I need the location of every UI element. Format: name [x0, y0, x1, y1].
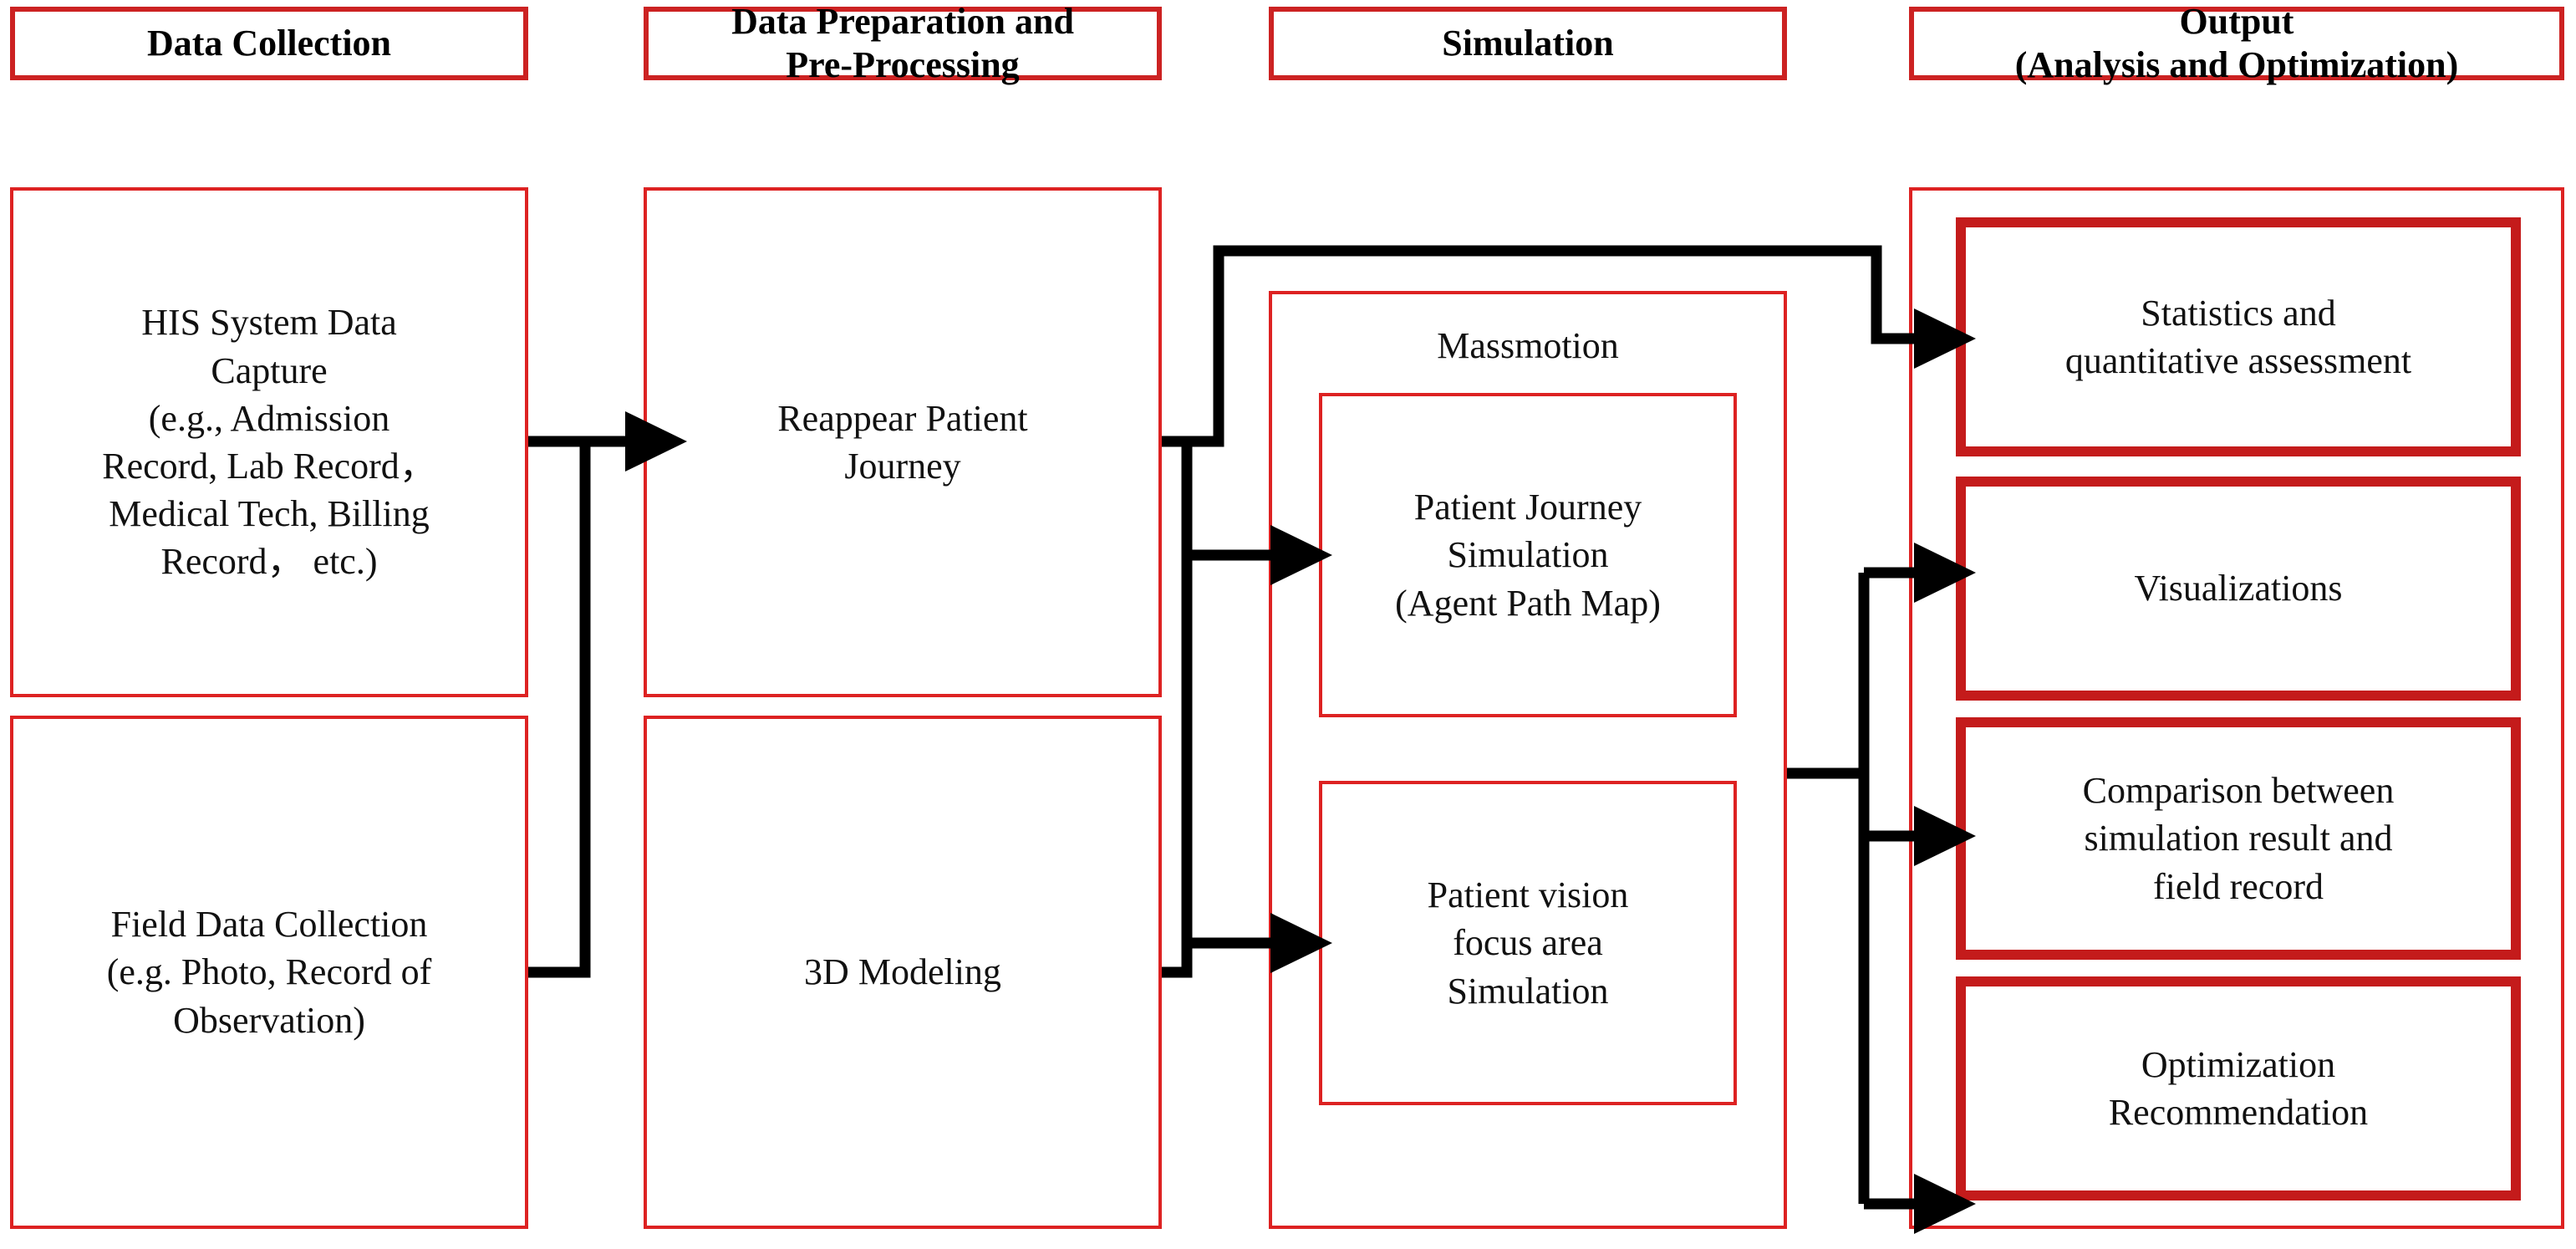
- node-label: 3D Modeling: [804, 951, 1001, 993]
- node-label: Optimization Recommendation: [2108, 1043, 2369, 1133]
- node-label: Statistics and quantitative assessment: [2064, 292, 2412, 381]
- node-field-data-collection[interactable]: Field Data Collection (e.g. Photo, Recor…: [10, 716, 528, 1229]
- node-patient-vision-focus-area-simulation[interactable]: Patient vision focus area Simulation: [1319, 781, 1737, 1105]
- node-label: Field Data Collection (e.g. Photo, Recor…: [106, 904, 432, 1041]
- node-reappear-patient-journey[interactable]: Reappear Patient Journey: [644, 187, 1162, 697]
- group-massmotion-label: Massmotion: [1437, 325, 1619, 366]
- column-header-label: Output (Analysis and Optimization): [2014, 1, 2459, 85]
- node-label: Patient vision focus area Simulation: [1427, 874, 1629, 1012]
- node-3d-modeling[interactable]: 3D Modeling: [644, 716, 1162, 1229]
- column-header-label: Data Preparation and Pre-Processing: [731, 1, 1074, 85]
- column-header-label: Simulation: [1442, 23, 1614, 64]
- node-label: HIS System Data Capture (e.g., Admission…: [102, 302, 436, 583]
- column-header-output: Output (Analysis and Optimization): [1909, 1, 2564, 85]
- node-label: Reappear Patient Journey: [777, 397, 1028, 487]
- column-header-data-preparation: Data Preparation and Pre-Processing: [644, 1, 1162, 85]
- node-his-system-data-capture[interactable]: HIS System Data Capture (e.g., Admission…: [10, 187, 528, 697]
- node-patient-journey-simulation[interactable]: Patient Journey Simulation (Agent Path M…: [1319, 393, 1737, 717]
- node-statistics-and-quantitative-assessment[interactable]: Statistics and quantitative assessment: [1956, 217, 2521, 456]
- node-label: Patient Journey Simulation (Agent Path M…: [1395, 487, 1661, 624]
- node-optimization-recommendation[interactable]: Optimization Recommendation: [1956, 976, 2521, 1201]
- node-visualizations[interactable]: Visualizations: [1956, 477, 2521, 701]
- node-label: Visualizations: [2134, 568, 2343, 609]
- column-header-data-collection: Data Collection: [10, 7, 528, 80]
- column-header-label: Data Collection: [146, 23, 392, 64]
- column-header-simulation: Simulation: [1269, 7, 1787, 80]
- node-comparison-between-simulation-and-field[interactable]: Comparison between simulation result and…: [1956, 717, 2521, 960]
- node-label: Comparison between simulation result and…: [2082, 770, 2395, 907]
